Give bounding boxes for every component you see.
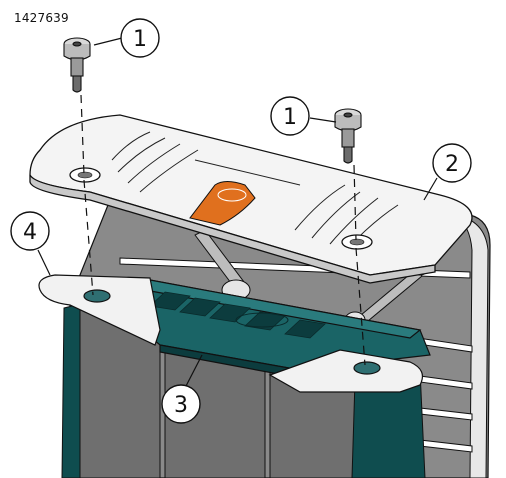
callout-leaders xyxy=(37,37,438,389)
mounting-bracket xyxy=(93,279,431,379)
svg-text:2: 2 xyxy=(445,152,459,177)
svg-text:3: 3 xyxy=(174,393,188,418)
svg-text:4: 4 xyxy=(23,220,37,245)
callout-3: 3 xyxy=(161,384,201,424)
callout-2: 2 xyxy=(432,143,472,183)
callout-1a: 1 xyxy=(120,18,160,58)
logo-badge xyxy=(189,181,256,226)
svg-text:1: 1 xyxy=(283,105,297,130)
screw-icon xyxy=(63,37,91,93)
svg-text:1: 1 xyxy=(133,27,147,52)
figure-id: 1427639 xyxy=(14,11,69,25)
screw-icon xyxy=(334,108,362,164)
top-plate xyxy=(29,114,473,284)
bottom-plate xyxy=(38,274,423,393)
callout-1b: 1 xyxy=(270,96,310,136)
callout-4: 4 xyxy=(10,211,50,251)
alignment-lines xyxy=(80,94,366,366)
